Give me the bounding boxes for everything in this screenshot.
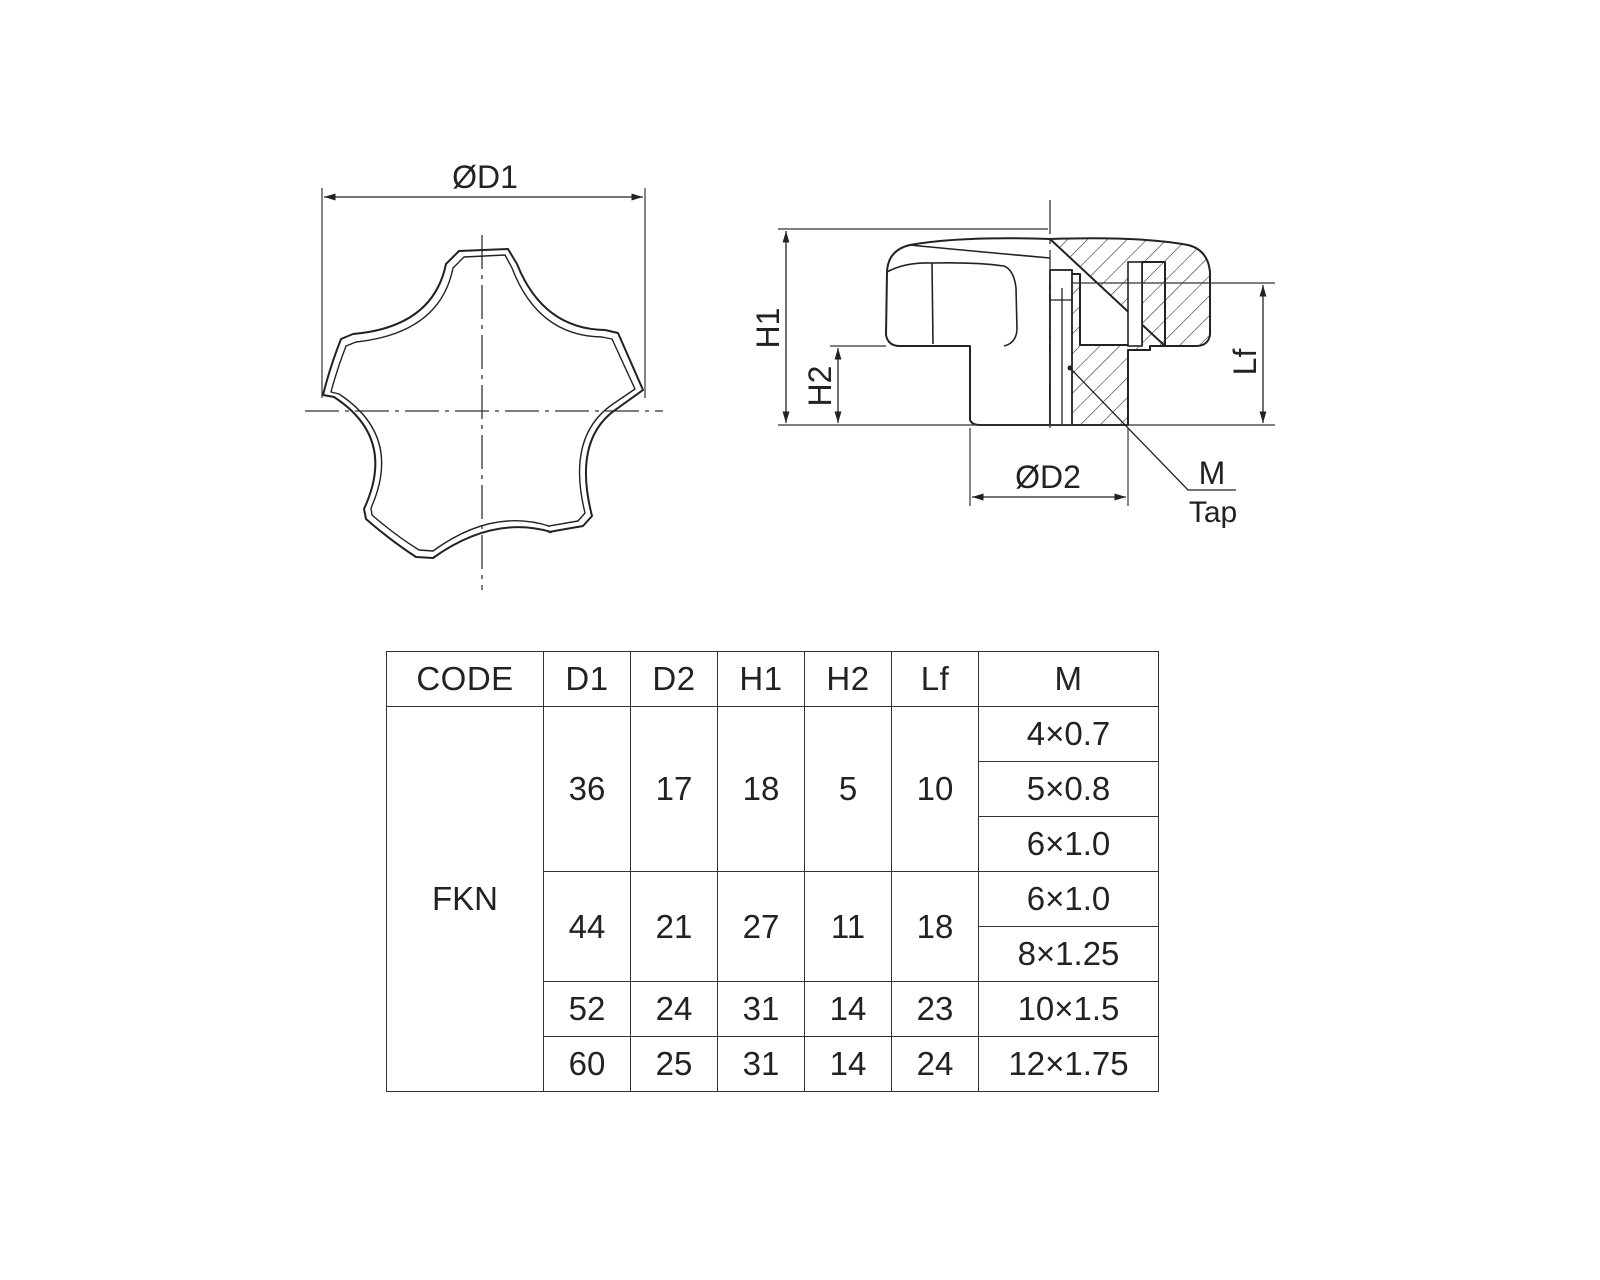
tap-leader-dot: [1067, 365, 1073, 371]
table-header-row: CODE D1 D2 H1 H2 Lf M: [386, 651, 1159, 707]
knob-side-lobe-center: [931, 262, 1018, 347]
cell-h1: 31: [717, 981, 805, 1037]
cell-m: 5×0.8: [978, 761, 1159, 817]
table-row: 8×1.25: [387, 926, 1159, 982]
cell-m: 6×1.0: [978, 871, 1159, 927]
cell-lf: 18: [891, 871, 979, 982]
top-view: ØD1: [305, 159, 663, 590]
cell-h2: 14: [804, 981, 892, 1037]
table-row: 6×1.0: [387, 816, 1159, 872]
technical-drawing: ØD1 H1 H2 Lf ØD2: [305, 159, 1275, 590]
cell-d1: 52: [543, 981, 631, 1037]
table-row: 5×0.8: [387, 761, 1159, 817]
knob-top-outline: [322, 248, 644, 559]
header-h2: H2: [804, 651, 892, 707]
header-d1: D1: [543, 651, 631, 707]
tap-leader-line: [1069, 367, 1236, 491]
knob-side-recess: [1127, 261, 1143, 347]
header-d2: D2: [630, 651, 718, 707]
knob-side-exterior-outline: [885, 237, 1051, 426]
cell-d1: 44: [543, 871, 631, 982]
cell-h1: 31: [717, 1036, 805, 1092]
cell-lf: 10: [891, 706, 979, 872]
header-h1: H1: [717, 651, 805, 707]
knob-side-lobe-left: [886, 262, 934, 345]
tap-hole: [1049, 269, 1073, 426]
table-row: FKN 36 17 18 5 10 4×0.7: [386, 706, 1159, 1092]
table-row: 44 21 27 11 18 6×1.0: [387, 871, 1159, 982]
m-label: M: [1199, 455, 1226, 491]
knob-top-inner-outline: [330, 254, 636, 552]
cell-m: 12×1.75: [978, 1036, 1159, 1092]
cell-h1: 27: [717, 871, 805, 982]
h2-label: H2: [802, 366, 838, 407]
side-view: H1 H2 Lf ØD2 M Tap: [750, 200, 1275, 529]
code-cell: FKN: [386, 706, 544, 1092]
tap-label: Tap: [1189, 496, 1237, 529]
table-row: 60 25 31 14 24 12×1.75: [387, 1036, 1159, 1092]
cell-lf: 23: [891, 981, 979, 1037]
cell-lf: 24: [891, 1036, 979, 1092]
d2-label: ØD2: [1015, 459, 1081, 495]
lf-label: Lf: [1227, 349, 1263, 376]
cell-d2: 25: [630, 1036, 718, 1092]
cell-h1: 18: [717, 706, 805, 872]
cell-h2: 11: [804, 871, 892, 982]
cell-d2: 17: [630, 706, 718, 872]
cell-m: 6×1.0: [978, 816, 1159, 872]
cell-h2: 14: [804, 1036, 892, 1092]
cell-m: 10×1.5: [978, 981, 1159, 1037]
cell-d1: 36: [543, 706, 631, 872]
cell-h2: 5: [804, 706, 892, 872]
header-code: CODE: [386, 651, 544, 707]
cell-m: 4×0.7: [978, 706, 1159, 762]
h1-label: H1: [750, 308, 786, 349]
header-lf: Lf: [891, 651, 979, 707]
cell-m: 8×1.25: [978, 926, 1159, 982]
cell-d2: 24: [630, 981, 718, 1037]
knob-side-top-curve: [909, 244, 1051, 259]
d1-label: ØD1: [452, 159, 518, 195]
spec-table: CODE D1 D2 H1 H2 Lf M FKN 36 17 18 5 10 …: [386, 651, 1159, 1092]
cell-d2: 21: [630, 871, 718, 982]
header-m: M: [978, 651, 1159, 707]
cell-d1: 60: [543, 1036, 631, 1092]
